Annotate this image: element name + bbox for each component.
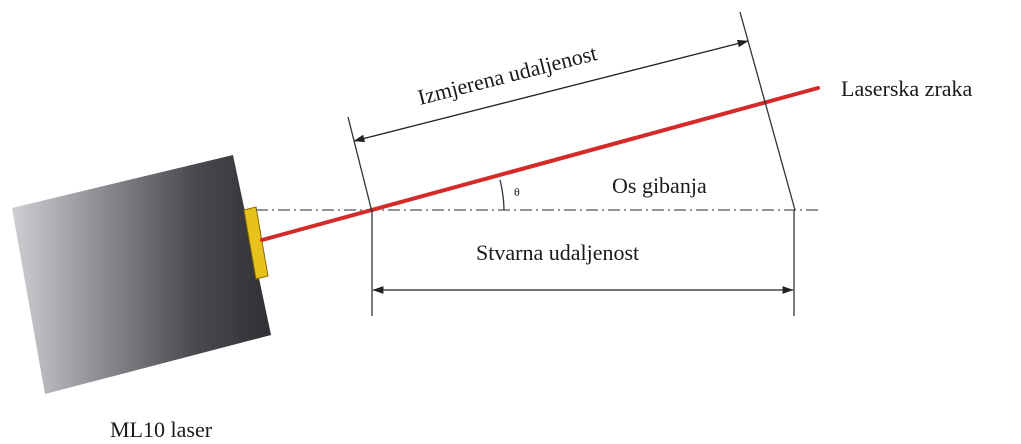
laser-aperture: [243, 206, 269, 280]
laser-beam-label: Laserska zraka: [841, 76, 973, 101]
angle-arc: [499, 179, 505, 211]
axis-of-motion-label: Os gibanja: [612, 173, 707, 198]
actual-distance-label: Stvarna udaljenost: [476, 240, 639, 265]
measured-extension-left: [347, 116, 373, 213]
laser-beam: [260, 86, 820, 242]
laser-body: [12, 155, 271, 394]
measured-extension-right: [739, 11, 796, 211]
measured-distance-label: Izmjerena udaljenost: [415, 40, 599, 110]
laser-device-label: ML10 laser: [110, 417, 213, 439]
measured-distance-arrow: [353, 39, 749, 143]
angle-label: θ: [514, 185, 520, 199]
